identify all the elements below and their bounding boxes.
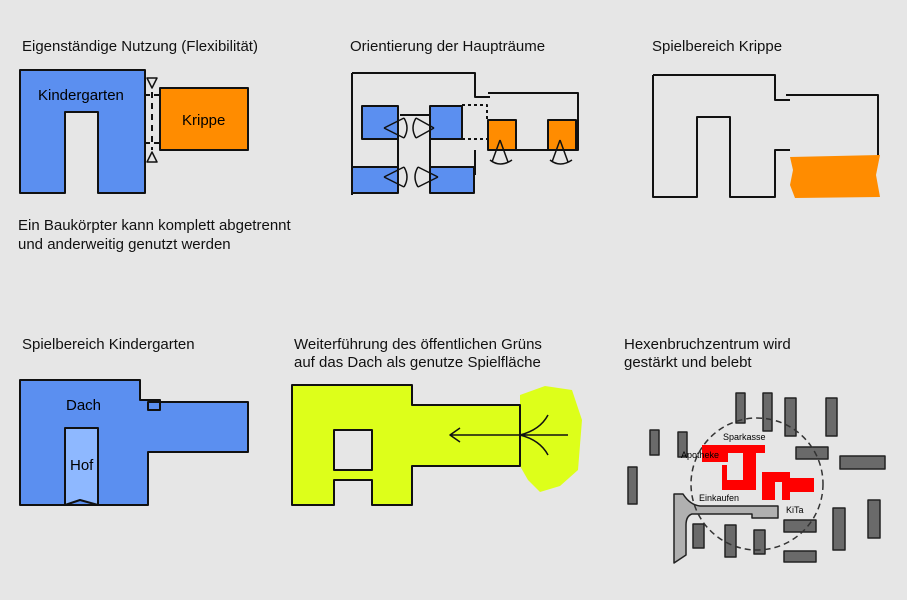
sparkasse-label: Sparkasse	[723, 432, 766, 442]
apotheke-label: Apotheke	[681, 450, 719, 460]
hof-label: Hof	[70, 457, 94, 474]
panel-1-caption-1: Ein Baukörpter kann komplett abgetrennt	[18, 217, 291, 234]
kita-building	[762, 472, 814, 500]
kindergarten-roof	[19, 379, 249, 506]
einkaufen-label: Einkaufen	[699, 493, 739, 503]
panel-4-diagram	[19, 379, 249, 506]
arrow-icon	[449, 414, 568, 456]
kita-label: KiTa	[786, 505, 804, 515]
panel-2-title: Orientierung der Haupträume	[350, 38, 546, 55]
roof-play-area	[291, 384, 521, 506]
street	[673, 493, 779, 564]
panel-5-diagram	[291, 384, 582, 506]
triangle-icon	[146, 151, 158, 163]
panel-5-title-1: Weiterführung des öffentlichen Grüns	[294, 336, 542, 353]
panel-1-caption-2: und anderweitig genutzt werden	[18, 236, 231, 253]
panel-2-diagram	[351, 72, 579, 195]
courtyard	[64, 427, 99, 506]
panel-1-title: Eigenständige Nutzung (Flexibilität)	[22, 38, 258, 55]
panel-6-title-2: gestärkt und belebt	[624, 354, 752, 371]
panel-1-diagram	[19, 69, 249, 194]
kindergarten-block	[19, 69, 146, 194]
triangle-icon	[146, 77, 158, 89]
separation-dashes	[145, 94, 160, 144]
panel-3-title: Spielbereich Krippe	[652, 38, 783, 55]
center-building	[702, 445, 765, 490]
krippe-block	[159, 87, 249, 151]
dach-label: Dach	[66, 397, 101, 414]
panel-4-title: Spielbereich Kindergarten	[22, 336, 195, 353]
panel-6-title-1: Hexenbruchzentrum wird	[624, 336, 791, 353]
panel-3-diagram	[652, 74, 880, 198]
play-area-krippe	[790, 155, 880, 198]
kindergarten-label: Kindergarten	[38, 87, 124, 104]
panel-6-map	[627, 392, 886, 564]
public-green	[520, 386, 582, 492]
panel-5-title-2: auf das Dach als genutze Spielfläche	[294, 354, 541, 371]
krippe-label: Krippe	[182, 112, 225, 129]
